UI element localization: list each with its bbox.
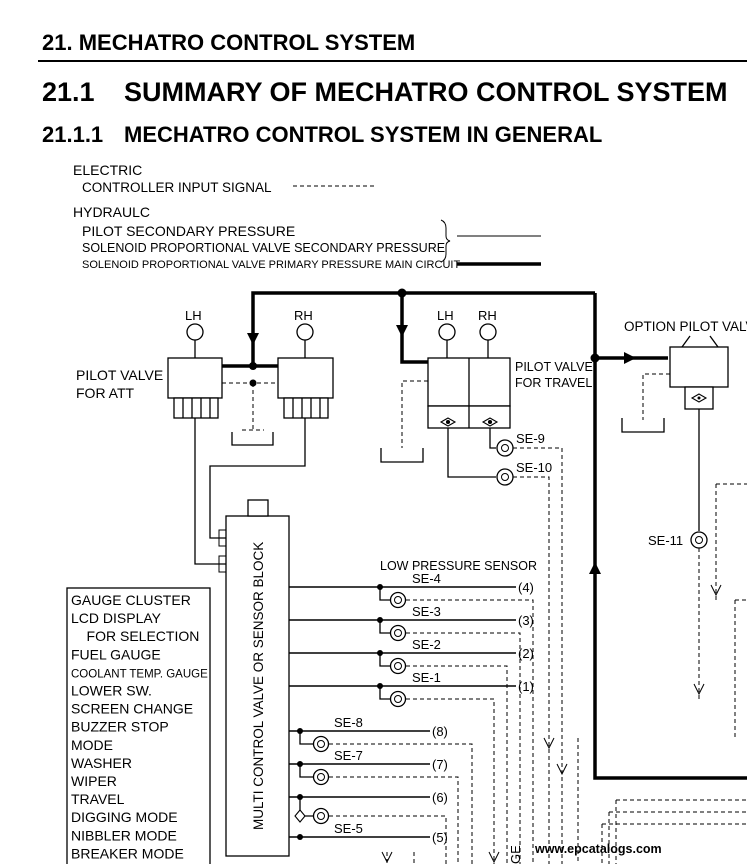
gauge-cluster-item: MODE: [71, 737, 113, 753]
subsection-title-text: MECHATRO CONTROL SYSTEM IN GENERAL: [124, 122, 603, 147]
main-arrows: [247, 288, 636, 574]
sensor-port-3: (3): [518, 613, 534, 628]
low-pressure-sensor-label: LOW PRESSURE SENSOR: [380, 559, 537, 573]
sensor-name-se2: SE-2: [412, 637, 441, 652]
gauge-cluster-item: WASHER: [71, 755, 132, 771]
subsection-number: 21.1.1: [42, 122, 104, 147]
pilot-valve-travel: [427, 323, 511, 429]
gauge-cluster-item: BUZZER STOP: [71, 719, 169, 735]
att-lh-label: LH: [185, 308, 202, 323]
gauge-cluster-list: GAUGE CLUSTER LCD DISPLAY FOR SELECTION FU…: [71, 592, 208, 864]
section-number: 21.1: [42, 77, 95, 107]
gauge-cluster-item: COOLANT TEMP. GAUGE: [71, 668, 208, 680]
gauge-cluster-item: FUEL GAUGE: [71, 646, 161, 662]
gauge-cluster-item: LCD DISPLAY: [71, 610, 162, 626]
gauge-cluster-item: BREAKER MODE: [71, 845, 184, 861]
legend-brace: [440, 219, 451, 263]
sensor-port-4: (4): [518, 580, 534, 595]
att-rh-label: RH: [294, 308, 313, 323]
travel-rh-label: RH: [478, 308, 497, 323]
sensor-name-se7: SE-7: [334, 748, 363, 763]
gauge-cluster-item: SCREEN CHANGE: [71, 701, 193, 717]
option-pilot-valve-label: OPTION PILOT VALVE: [624, 319, 747, 334]
sensor-name-se4: SE-4: [412, 571, 441, 586]
multi-control-block-label: MULTI CONTROL VALVE OR SENSOR BLOCK: [251, 542, 266, 830]
sensor-name-se8: SE-8: [334, 715, 363, 730]
sensor-name-se5: SE-5: [334, 821, 363, 836]
sensor-port-2: (2): [518, 646, 534, 661]
watermark: www.epcatalogs.com: [534, 842, 662, 856]
section-title: 21.1 SUMMARY OF MECHATRO CONTROL SYSTEM: [42, 77, 728, 108]
multi-control-block: [225, 515, 290, 857]
chapter-rule: [38, 60, 747, 62]
edge-text: GE: [508, 845, 523, 864]
gauge-cluster-item: DIGGING MODE: [71, 809, 178, 825]
gauge-cluster-item: FOR SELECTION: [71, 628, 199, 644]
legend-pilot-secondary: PILOT SECONDARY PRESSURE: [82, 223, 295, 239]
gauge-cluster-item: LOWER SW.: [71, 683, 152, 699]
sensor-port-7: (7): [432, 757, 448, 772]
chapter-title: 21. MECHATRO CONTROL SYSTEM: [42, 30, 416, 55]
sensor-port-8: (8): [432, 724, 448, 739]
gauge-cluster-item: NIBBLER MODE: [71, 827, 177, 843]
section-title-text: SUMMARY OF MECHATRO CONTROL SYSTEM: [124, 77, 728, 107]
legend-controller-input: CONTROLLER INPUT SIGNAL: [82, 180, 272, 195]
sensor-port-1: (1): [518, 679, 534, 694]
se10-label: SE-10: [516, 460, 552, 475]
gauge-cluster-box: [66, 587, 211, 864]
sensor-port-5: (5): [432, 830, 448, 845]
pilot-valve-att-label-2: FOR ATT: [76, 385, 135, 401]
se9-label: SE-9: [516, 431, 545, 446]
pilot-valve-att: [167, 323, 334, 419]
option-pilot-valve: [669, 335, 729, 410]
pilot-valve-att-label-1: PILOT VALVE: [76, 367, 163, 383]
travel-lh-label: LH: [437, 308, 454, 323]
gauge-cluster-item: GAUGE CLUSTER: [71, 592, 191, 608]
legend-text: ELECTRIC CONTROLLER INPUT SIGNAL HYDRAUL…: [73, 162, 460, 271]
pilot-valve-travel-label-2: FOR TRAVEL: [515, 376, 592, 390]
gauge-cluster-item: WIPER: [71, 773, 117, 789]
pilot-valve-travel-label-1: PILOT VALVE: [515, 360, 593, 374]
sensor-name-se3: SE-3: [412, 604, 441, 619]
sensor-port-6: (6): [432, 790, 448, 805]
legend-electric: ELECTRIC: [73, 162, 142, 178]
legend-solenoid-primary: SOLENOID PROPORTIONAL VALVE PRIMARY PRES…: [82, 259, 460, 271]
se11-label: SE-11: [648, 533, 683, 548]
main-circuit: [222, 291, 747, 780]
legend-solenoid-secondary: SOLENOID PROPORTIONAL VALVE SECONDARY PR…: [82, 241, 445, 255]
sensor-labels: SE-4 (4) SE-3 (3) SE-2 (2) SE-1 (1) SE-8…: [334, 571, 534, 845]
subsection-title: 21.1.1 MECHATRO CONTROL SYSTEM IN GENERAL: [42, 122, 602, 148]
gauge-cluster-item: TRAVEL: [71, 791, 125, 807]
component-labels: LH RH PILOT VALVE FOR ATT LH RH PILOT VA…: [76, 308, 747, 864]
legend-hydraulic: HYDRAULC: [73, 204, 150, 220]
sensor-name-se1: SE-1: [412, 670, 441, 685]
